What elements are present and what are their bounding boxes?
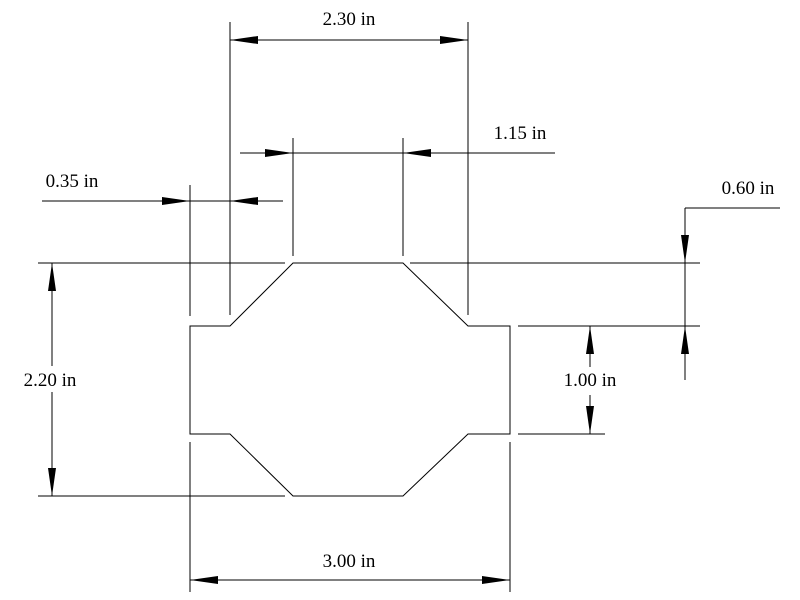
part-outline	[189, 262, 511, 497]
dimension-left-offset: 0.35 in	[42, 171, 283, 205]
label-left-offset: 0.35 in	[46, 171, 99, 192]
dimension-neck-width: 1.15 in	[240, 123, 555, 157]
label-arm-drop: 0.60 in	[722, 178, 775, 199]
label-neck-width: 1.15 in	[494, 123, 547, 144]
label-total-width: 3.00 in	[323, 551, 376, 572]
dimension-total-width: 3.00 in	[190, 551, 510, 584]
label-top-width: 2.30 in	[323, 9, 376, 30]
label-arm-height: 1.00 in	[564, 370, 617, 391]
dimension-total-height: 2.20 in	[18, 263, 84, 496]
dimension-top-width: 2.30 in	[230, 9, 468, 44]
dimension-arm-drop: 0.60 in	[681, 178, 780, 380]
label-total-height: 2.20 in	[24, 370, 77, 391]
dimension-arm-height: 1.00 in	[564, 326, 617, 434]
extension-lines	[38, 22, 700, 592]
